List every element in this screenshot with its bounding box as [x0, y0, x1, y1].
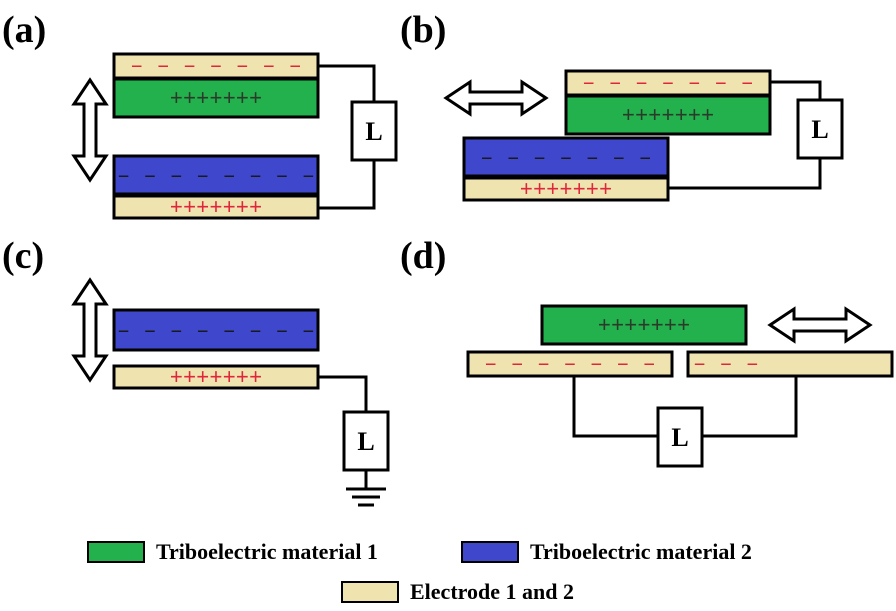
panel-c-material2-charge: – – – – – – – – — [117, 319, 315, 344]
panel-a-electrode-bottom-charge: +++++++ — [170, 196, 262, 221]
panel-b-wire-bottom — [668, 158, 822, 190]
panel-a-material2 — [112, 154, 320, 196]
double-arrow-vertical-icon — [71, 277, 109, 383]
panel-d-wire-right — [702, 376, 798, 438]
panel-b-material2-charge: – – – – – – – — [480, 146, 652, 171]
panel-b-load-label: L — [811, 115, 828, 144]
panel-d-load — [656, 406, 704, 468]
panel-b-material2 — [462, 136, 670, 178]
panel-a: (a) – – – – – – – +++++++ – – – – – – – … — [2, 9, 398, 221]
panel-b-wire-top — [770, 80, 822, 100]
panel-d: (d) +++++++ – – – – – – – – – – L — [400, 235, 894, 468]
panel-b-material1 — [564, 94, 772, 136]
legend-label-material2: Triboelectric material 2 — [530, 539, 752, 564]
panel-d-electrode-right-charge: – – – — [693, 352, 759, 377]
double-arrow-horizontal-icon — [767, 306, 873, 344]
panel-d-label: (d) — [400, 235, 446, 277]
legend-swatch-material1 — [87, 541, 145, 563]
panel-c-wire — [318, 375, 368, 412]
panel-d-wire-left — [572, 376, 658, 438]
legend-label-material1: Triboelectric material 1 — [156, 539, 378, 564]
panel-d-material1 — [540, 304, 748, 346]
panel-a-wire-bottom — [318, 160, 376, 210]
panel-b-load — [796, 98, 844, 160]
ground-icon — [346, 487, 386, 507]
panel-c-material2 — [112, 308, 320, 352]
panel-c: (c) – – – – – – – – +++++++ L — [2, 235, 390, 507]
panel-b-material1-charge: +++++++ — [622, 104, 714, 129]
panel-a-load-label: L — [365, 117, 382, 146]
panel-c-electrode-charge: +++++++ — [170, 366, 262, 391]
panel-a-material2-charge: – – – – – – – – — [117, 164, 315, 189]
panel-d-load-label: L — [671, 423, 688, 452]
panel-b-electrode-bottom-charge: +++++++ — [520, 178, 612, 203]
panel-a-wire-top — [318, 64, 376, 102]
panel-c-load — [342, 410, 390, 472]
panel-a-material1 — [112, 77, 320, 119]
panel-b-label: (b) — [400, 9, 446, 51]
panel-a-load — [350, 100, 398, 162]
panel-a-material1-charge: +++++++ — [170, 87, 262, 112]
panel-a-electrode-top-charge: – – – – – – – — [130, 54, 302, 79]
panel-a-electrode-bottom — [112, 194, 320, 220]
double-arrow-horizontal-icon — [443, 79, 549, 117]
legend: Triboelectric material 1 Triboelectric m… — [87, 539, 752, 604]
panel-b-electrode-top-charge: – – – – – – – — [582, 71, 754, 96]
legend-label-electrode: Electrode 1 and 2 — [410, 579, 574, 604]
panel-c-label: (c) — [2, 235, 44, 277]
panel-d-electrode-left-charge: – – – – – – – — [484, 352, 656, 377]
panel-d-electrode-left — [466, 350, 674, 378]
legend-swatch-material2 — [461, 541, 519, 563]
panel-d-electrode-right — [686, 350, 894, 378]
panel-a-label: (a) — [2, 9, 46, 51]
panel-b-electrode-bottom — [462, 176, 670, 202]
panel-d-material1-charge: +++++++ — [598, 314, 690, 339]
legend-swatch-electrode — [341, 581, 399, 603]
double-arrow-vertical-icon — [71, 77, 109, 183]
panel-b: (b) – – – – – – – +++++++ – – – – – – – … — [400, 9, 844, 203]
panel-c-load-label: L — [357, 427, 374, 456]
